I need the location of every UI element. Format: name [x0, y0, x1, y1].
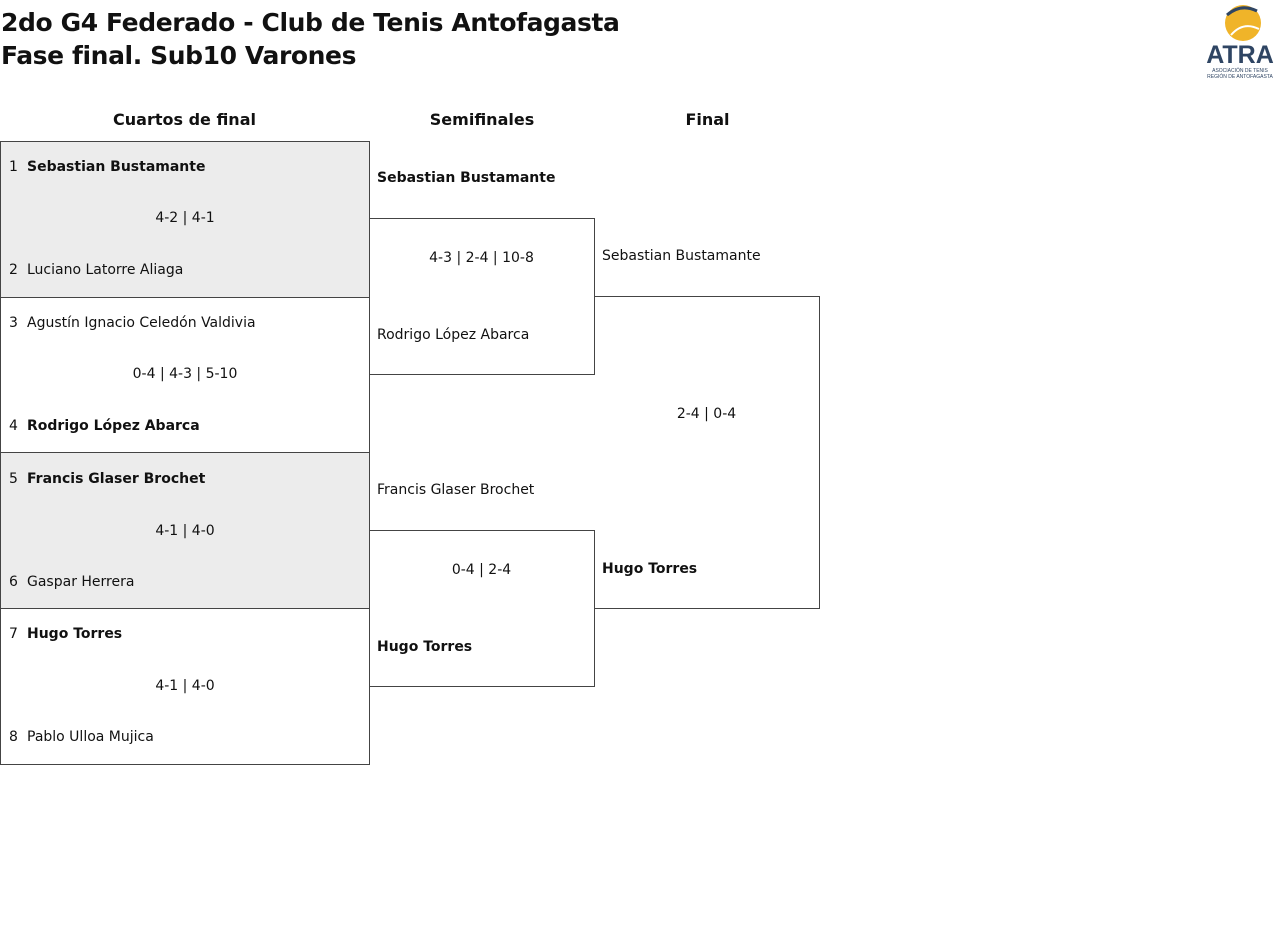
match-score: 0-4 | 4-3 | 5-10	[132, 366, 238, 382]
player-name-winner: Hugo Torres	[27, 626, 123, 642]
svg-text:ASOCIACIÓN DE TENIS: ASOCIACIÓN DE TENIS	[1212, 67, 1268, 74]
column-header-semifinals: Semifinales	[429, 110, 535, 129]
semifinal-1-player-b: Rodrigo López Abarca	[377, 327, 530, 343]
quarterfinal-match-2: 3 Agustín Ignacio Celedón Valdivia 0-4 | …	[0, 297, 370, 453]
match-score: 0-4 | 2-4	[451, 562, 512, 578]
match-score: 4-2 | 4-1	[155, 210, 215, 226]
seed-number: 1	[9, 159, 18, 175]
final-player-a: Sebastian Bustamante	[602, 248, 761, 264]
player-name: Luciano Latorre Aliaga	[27, 262, 184, 278]
player-line: 6 Gaspar Herrera	[9, 574, 134, 590]
player-line: 7 Hugo Torres	[9, 626, 122, 642]
semifinal-match-2: 0-4 | 2-4 Hugo Torres	[369, 530, 595, 687]
seed-number: 4	[9, 418, 18, 434]
match-score: 2-4 | 0-4	[676, 406, 737, 422]
page-subtitle: Fase final. Sub10 Varones	[1, 41, 357, 70]
player-line: 1 Sebastian Bustamante	[9, 159, 205, 175]
seed-number: 8	[9, 729, 18, 745]
match-score: 4-1 | 4-0	[155, 678, 215, 694]
final-match: 2-4 | 0-4 Hugo Torres	[594, 296, 820, 609]
atra-logo: ATRA ASOCIACIÓN DE TENIS REGIÓN DE ANTOF…	[1201, 1, 1279, 83]
player-line: 3 Agustín Ignacio Celedón Valdivia	[9, 315, 256, 331]
match-score: 4-1 | 4-0	[155, 523, 215, 539]
player-line: 2 Luciano Latorre Aliaga	[9, 262, 183, 278]
player-name: Gaspar Herrera	[27, 574, 135, 590]
seed-number: 6	[9, 574, 18, 590]
semifinal-1-player-a: Sebastian Bustamante	[377, 170, 556, 186]
seed-number: 2	[9, 262, 18, 278]
seed-number: 5	[9, 471, 18, 487]
player-name-winner: Sebastian Bustamante	[27, 159, 206, 175]
seed-number: 3	[9, 315, 18, 331]
seed-number: 7	[9, 626, 18, 642]
player-name-winner: Rodrigo López Abarca	[27, 418, 200, 434]
semifinal-match-1: 4-3 | 2-4 | 10-8 Rodrigo López Abarca	[369, 218, 595, 375]
column-header-final: Final	[685, 110, 730, 129]
semifinal-2-player-a: Francis Glaser Brochet	[377, 482, 535, 498]
semifinal-2-player-b: Hugo Torres	[377, 639, 473, 655]
player-name: Agustín Ignacio Celedón Valdivia	[27, 315, 256, 331]
svg-text:REGIÓN DE ANTOFAGASTA: REGIÓN DE ANTOFAGASTA	[1207, 73, 1273, 80]
quarterfinal-match-1: 1 Sebastian Bustamante 4-2 | 4-1 2 Luciano…	[0, 141, 370, 298]
player-line: 4 Rodrigo López Abarca	[9, 418, 200, 434]
player-line: 8 Pablo Ulloa Mujica	[9, 729, 154, 745]
svg-text:ATRA: ATRA	[1206, 41, 1274, 69]
quarterfinal-match-3: 5 Francis Glaser Brochet 4-1 | 4-0 6 Gaspa…	[0, 452, 370, 609]
page-title: 2do G4 Federado - Club de Tenis Antofaga…	[1, 8, 620, 37]
quarterfinal-match-4: 7 Hugo Torres 4-1 | 4-0 8 Pablo Ulloa Muji…	[0, 608, 370, 765]
match-score: 4-3 | 2-4 | 10-8	[429, 250, 534, 266]
player-line: 5 Francis Glaser Brochet	[9, 471, 205, 487]
player-name-winner: Francis Glaser Brochet	[27, 471, 206, 487]
column-header-quarterfinals: Cuartos de final	[113, 110, 256, 129]
final-player-b: Hugo Torres	[602, 561, 698, 577]
player-name: Pablo Ulloa Mujica	[27, 729, 154, 745]
